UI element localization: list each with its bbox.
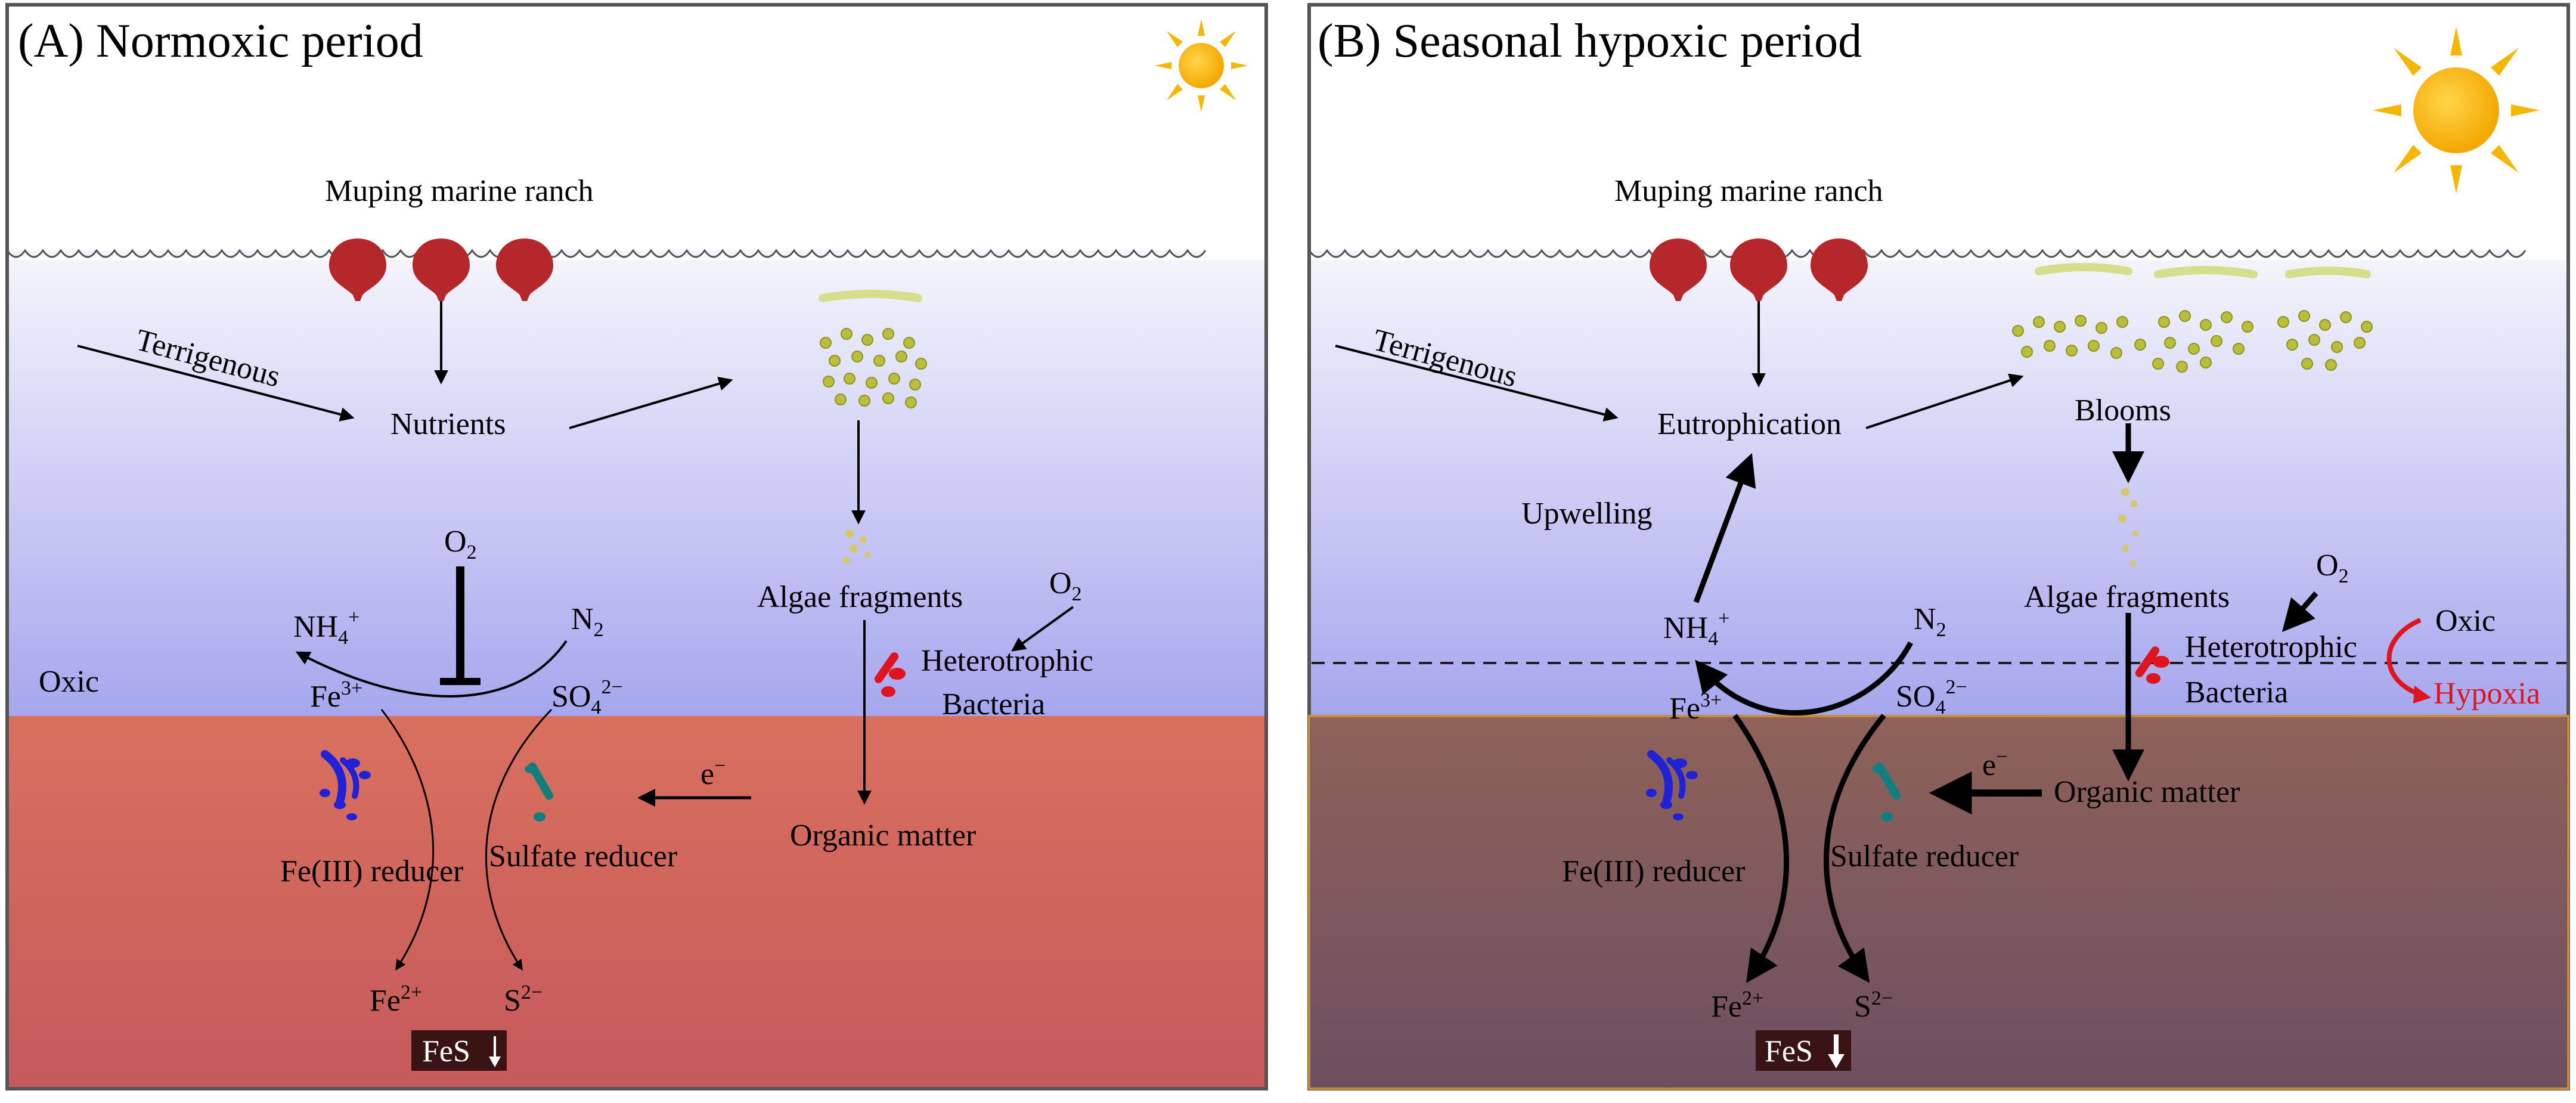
electron-label-a: e− — [700, 755, 726, 791]
water-column-a — [7, 260, 1266, 716]
oxic-to-hypoxia-arrow — [2386, 618, 2422, 697]
nutrients-label: Nutrients — [390, 407, 506, 441]
panel-b-title: (B) Seasonal hypoxic period — [1318, 15, 1862, 67]
sediment-a — [7, 716, 1266, 1089]
sun-icon — [2373, 27, 2540, 194]
panel-b: (B) Seasonal hypoxic period Muping marin… — [1307, 3, 2570, 1090]
sea-surface-wave-b — [1308, 249, 2527, 258]
o2-inhibition-label: O2 — [444, 525, 477, 563]
oxic-label-b: Oxic — [2435, 604, 2496, 638]
heterotrophic-label-a: Heterotrophic — [921, 644, 1093, 678]
bacteria-label-b: Bacteria — [2185, 676, 2288, 709]
nutrients-to-algae-arrow-a — [569, 376, 733, 429]
o2-to-bacteria-arrow-b — [2281, 591, 2318, 633]
sulfate-reducer-label-a: Sulfate reducer — [489, 839, 677, 873]
blooms-label: Blooms — [2075, 394, 2171, 427]
algae-fragments-label-b: Algae fragments — [2024, 580, 2230, 614]
sulfate-reducer-icon-b — [1872, 762, 1901, 822]
organic-matter-label-a: Organic matter — [790, 819, 976, 853]
algae-fragments-label-a: Algae fragments — [757, 580, 963, 614]
upwelling-arrow — [1693, 453, 1756, 603]
n2-label-a: N2 — [571, 602, 604, 641]
ranch-label-a: Muping marine ranch — [325, 174, 594, 208]
fes-box-a: FeS — [411, 1030, 507, 1071]
so4-label-b: SO42− — [1896, 676, 1967, 718]
fe-reducer-icon-b — [1646, 750, 1698, 820]
bacteria-label-a: Bacteria — [942, 687, 1045, 721]
oxic-label-a: Oxic — [39, 665, 99, 699]
down-arrow-icon — [489, 1056, 501, 1067]
ranch-label-b: Muping marine ranch — [1614, 174, 1883, 208]
fe3-label-a: Fe3+ — [310, 677, 362, 714]
o2-to-bacteria-arrow-a — [1011, 606, 1074, 652]
heterotrophic-label-b: Heterotrophic — [2185, 630, 2357, 664]
sulfate-reducer-label-b: Sulfate reducer — [1830, 839, 2019, 873]
buoy-icon — [496, 238, 553, 301]
fes-box-b: FeS — [1756, 1030, 1851, 1071]
s2-label-b: S2− — [1854, 987, 1893, 1024]
terrigenous-arrow-b — [1335, 345, 1619, 422]
s2-label-a: S2− — [504, 981, 543, 1018]
fe3-label-b: Fe3+ — [1669, 689, 1722, 726]
buoy-icon — [413, 238, 470, 301]
algae-fragments-icon-a — [843, 529, 870, 564]
organic-matter-label-b: Organic matter — [2054, 775, 2240, 809]
fes-label-a: FeS — [422, 1034, 470, 1068]
hypoxia-label: Hypoxia — [2434, 677, 2540, 711]
buoy-icon — [1811, 238, 1868, 301]
n2-to-nh4-curve-b — [1695, 641, 1913, 715]
heterotrophic-bacteria-icon-a — [874, 652, 906, 697]
nh4-label-a: NH4+ — [293, 606, 359, 649]
fe-reducer-label-a: Fe(III) reducer — [280, 854, 463, 888]
fe2-label-b: Fe2+ — [1711, 987, 1763, 1024]
buoy-icon — [1730, 238, 1787, 301]
sediment-b-border — [1308, 715, 2569, 1090]
heterotrophic-bacteria-icon-b — [2135, 646, 2169, 684]
sea-surface-wave-a — [6, 249, 1207, 258]
o2-bacteria-label-b: O2 — [2316, 549, 2349, 587]
buoy-icon — [329, 238, 386, 301]
terrigenous-arrow-a — [77, 345, 355, 422]
electron-label-b: e− — [1982, 746, 2007, 782]
upwelling-label: Upwelling — [1521, 497, 1653, 531]
nh4-label-b: NH4+ — [1663, 608, 1729, 650]
fes-label-b: FeS — [1765, 1034, 1813, 1068]
fe-reduction-curve-b — [1732, 714, 1790, 983]
algae-bloom-cluster-b — [2012, 263, 2373, 373]
algae-fragments-icon-b — [2118, 488, 2138, 566]
down-arrow-icon — [1828, 1054, 1845, 1068]
sediment-b — [1309, 716, 2568, 1089]
sulfate-reduction-curve-b — [1824, 714, 1886, 983]
o2-bacteria-label-a: O2 — [1049, 566, 1082, 605]
eutrophication-to-blooms-arrow — [1865, 373, 2024, 429]
fe-reducer-label-b: Fe(III) reducer — [1562, 854, 1745, 888]
fe2-label-a: Fe2+ — [370, 981, 422, 1018]
buoys-b — [1650, 238, 1868, 301]
hypoxia-arrow-head — [2413, 686, 2431, 704]
water-column-b — [1309, 260, 2568, 716]
buoys-a — [329, 238, 553, 301]
sulfate-reducer-icon-a — [525, 762, 553, 822]
sulfate-reduction-curve-a — [485, 708, 553, 971]
eutrophication-label: Eutrophication — [1657, 407, 1842, 441]
algae-cluster-a — [819, 290, 927, 408]
n2-label-b: N2 — [1914, 602, 1946, 641]
sun-icon — [1155, 19, 1248, 112]
n2-to-nh4-curve-a — [295, 640, 568, 698]
panel-a: (A) Normoxic period Muping marine ranch — [5, 3, 1268, 1090]
fe-reduction-curve-a — [380, 709, 435, 971]
panel-a-title: (A) Normoxic period — [18, 15, 423, 67]
buoy-icon — [1650, 238, 1707, 301]
so4-label-a: SO42− — [551, 676, 623, 718]
fe-reducer-icon-a — [320, 750, 371, 820]
panel-a-frame — [5, 3, 1268, 1090]
